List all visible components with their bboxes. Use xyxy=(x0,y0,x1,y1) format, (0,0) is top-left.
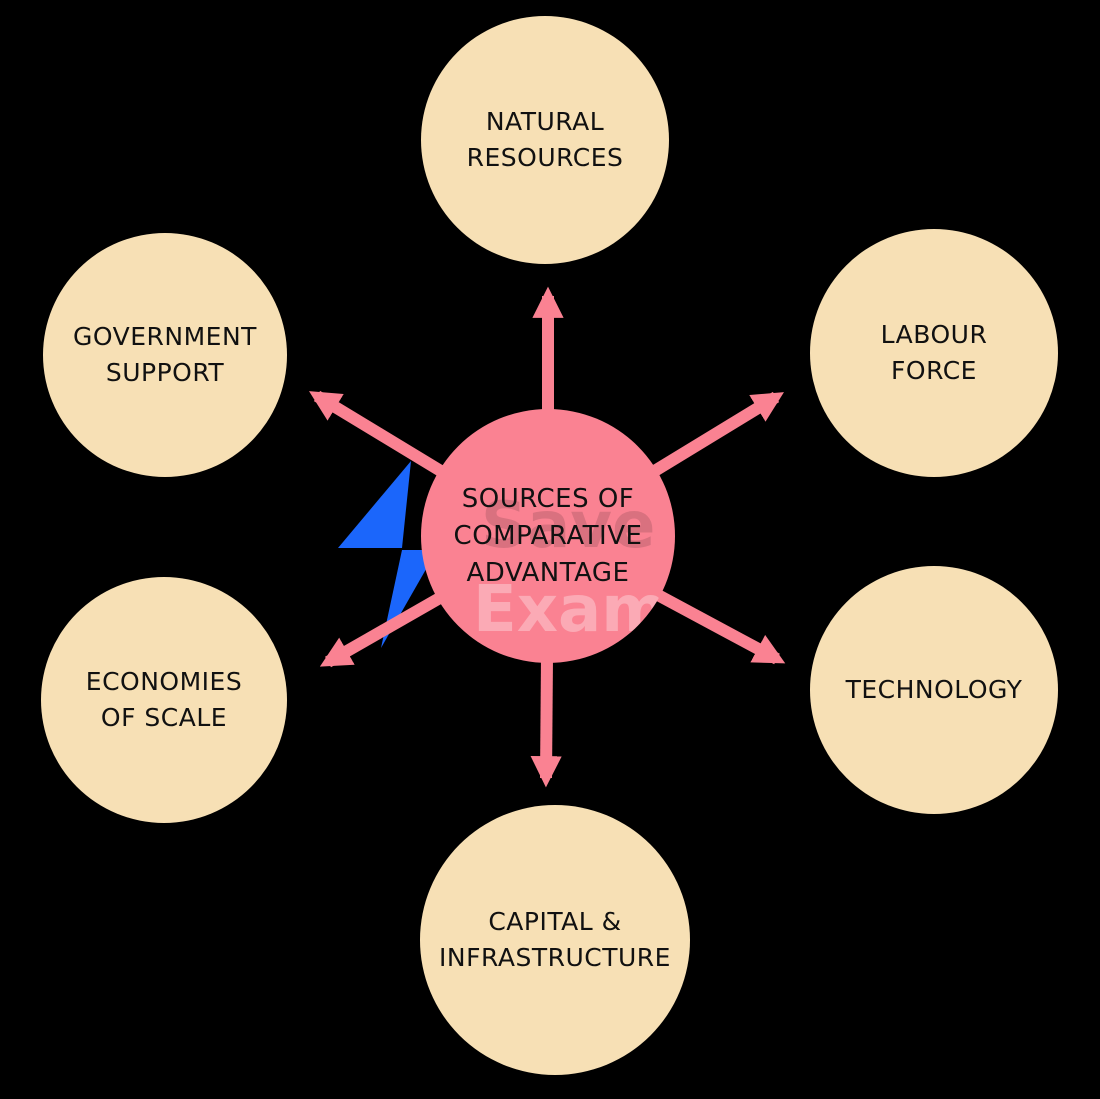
node-label-line: GOVERNMENT xyxy=(73,322,257,351)
node-label-line: CAPITAL & xyxy=(488,907,622,936)
node-label-line: ECONOMIES xyxy=(85,667,243,696)
node-economies-of-scale: ECONOMIES OF SCALE xyxy=(41,577,287,823)
node-labour-force: LABOUR FORCE xyxy=(810,229,1058,477)
node-label-line: OF SCALE xyxy=(100,703,228,732)
node-label-line: NATURAL xyxy=(485,107,605,136)
node-label-line: RESOURCES xyxy=(466,143,624,172)
center-title: SOURCES OF COMPARATIVE ADVANTAGE xyxy=(421,409,675,663)
center-title-line: COMPARATIVE xyxy=(453,520,643,551)
node-government-support: GOVERNMENT SUPPORT xyxy=(43,233,287,477)
node-technology: TECHNOLOGY xyxy=(810,566,1058,814)
node-label-line: LABOUR xyxy=(880,320,988,349)
center-circle: Save M Exam SOURCES OF COMPARATIVE ADVAN… xyxy=(421,409,675,663)
watermark-line-1: Save M xyxy=(481,489,675,563)
node-label-line: TECHNOLOGY xyxy=(845,675,1023,704)
node-label-line: FORCE xyxy=(891,356,977,385)
watermark-line-2: Exam xyxy=(473,573,668,647)
node-label-line: INFRASTRUCTURE xyxy=(439,943,671,972)
node-label-line: SUPPORT xyxy=(105,358,225,387)
center-title-line: ADVANTAGE xyxy=(466,557,630,588)
node-capital-infrastructure: CAPITAL & INFRASTRUCTURE xyxy=(420,805,690,1075)
center-title-line: SOURCES OF xyxy=(461,483,635,514)
save-my-exams-watermark: Save M Exam xyxy=(421,409,675,663)
node-natural-resources: NATURAL RESOURCES xyxy=(421,16,669,264)
